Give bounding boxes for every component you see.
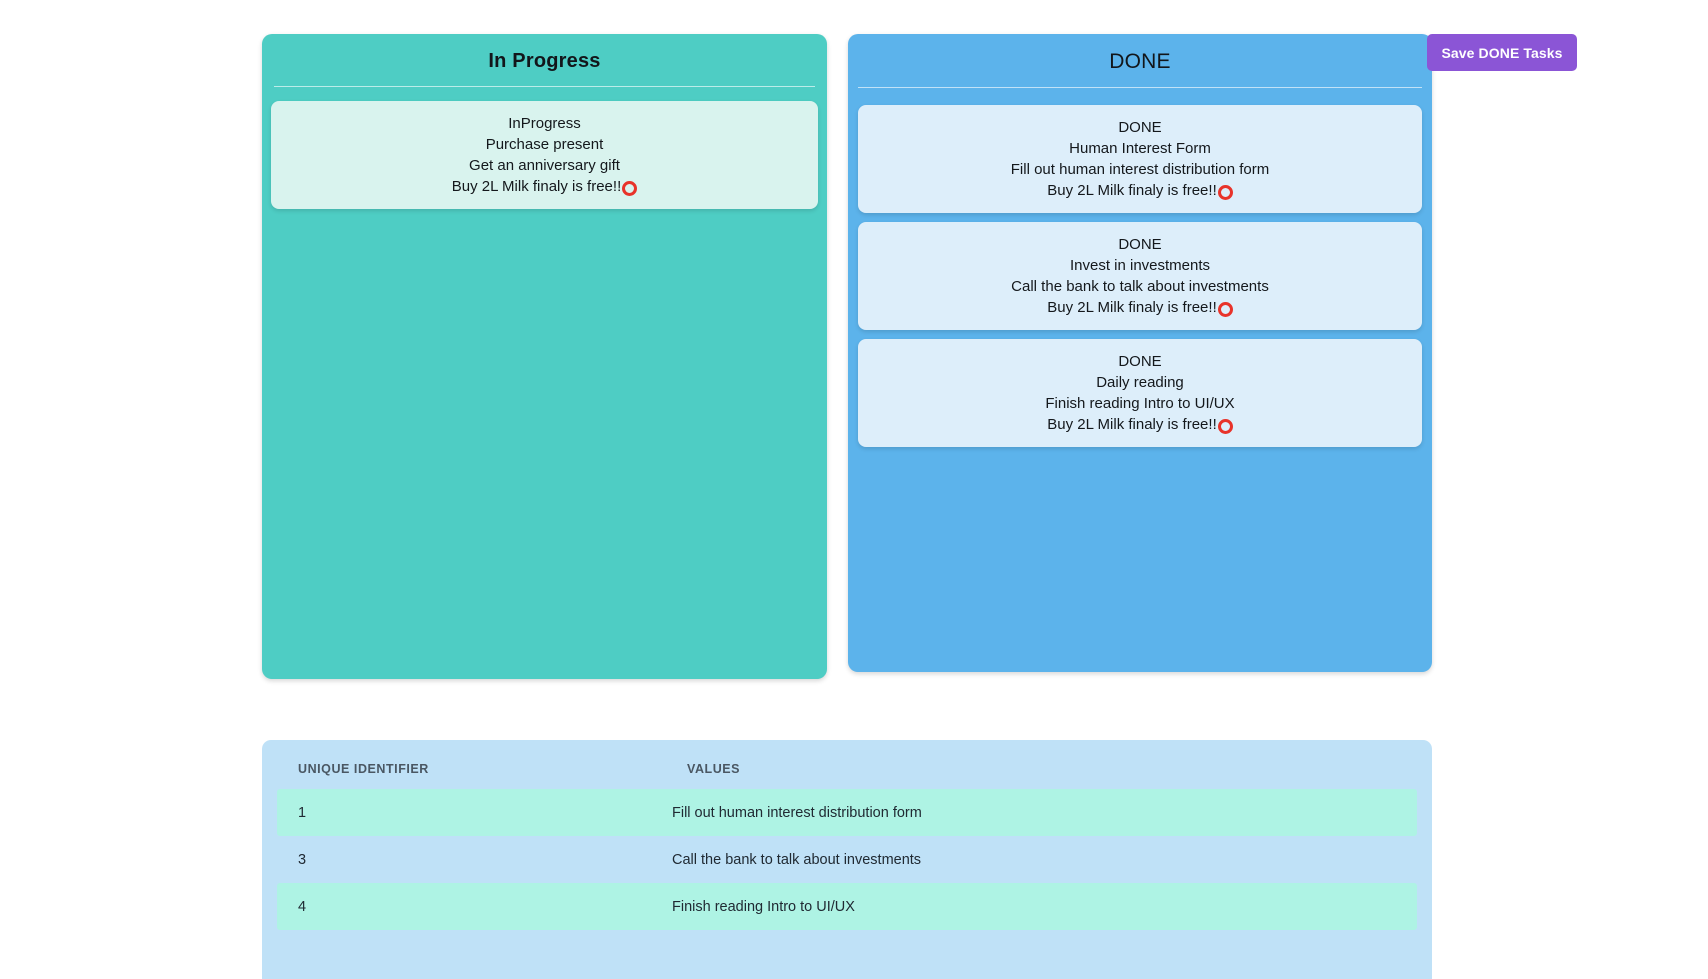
task-status: InProgress [508,115,581,132]
column-divider [274,86,815,87]
task-description: Finish reading Intro to UI/UX [1045,395,1235,412]
task-card[interactable]: DONE Human Interest Form Fill out human … [858,105,1422,213]
task-card[interactable]: InProgress Purchase present Get an anniv… [271,101,818,209]
task-description: Get an anniversary gift [469,157,620,174]
task-note: Buy 2L Milk finaly is free!! [1047,416,1217,433]
table-row[interactable]: 3 Call the bank to talk about investment… [277,836,1417,883]
save-done-tasks-button[interactable]: Save DONE Tasks [1427,34,1577,71]
task-description: Fill out human interest distribution for… [1010,161,1270,178]
column-title-done: DONE [1109,50,1171,73]
red-ring-icon [1217,185,1233,200]
card-list-in-progress: InProgress Purchase present Get an anniv… [262,101,827,209]
table-cell-value: Call the bank to talk about investments [672,851,922,868]
task-title: Invest in investments [1069,257,1211,274]
table-row[interactable]: 1 Fill out human interest distribution f… [277,789,1417,836]
table-row[interactable]: 4 Finish reading Intro to UI/UX [277,883,1417,930]
kanban-column-done[interactable]: DONE DONE Human Interest Form Fill out h… [848,34,1432,672]
task-title: Human Interest Form [1069,140,1211,157]
task-note: Buy 2L Milk finaly is free!! [1047,299,1217,316]
task-note-row: Buy 2L Milk finaly is free!! [868,414,1412,435]
table-cell-id: 1 [298,804,307,821]
table-cell-value: Fill out human interest distribution for… [672,804,922,821]
card-list-done: DONE Human Interest Form Fill out human … [848,105,1432,447]
done-tasks-table: UNIQUE IDENTIFIER VALUES 1 Fill out huma… [262,740,1432,979]
table-header-unique-identifier: UNIQUE IDENTIFIER [298,762,429,776]
column-divider [858,87,1422,88]
kanban-board: In Progress InProgress Purchase present … [262,34,1432,679]
table-header-values: VALUES [687,762,741,776]
task-description: Call the bank to talk about investments [1011,278,1269,295]
red-ring-icon [622,181,638,196]
kanban-column-in-progress[interactable]: In Progress InProgress Purchase present … [262,34,827,679]
task-note-row: Buy 2L Milk finaly is free!! [868,297,1412,318]
task-note-row: Buy 2L Milk finaly is free!! [868,180,1412,201]
table-header-row: UNIQUE IDENTIFIER VALUES [262,740,1432,789]
task-note-row: Buy 2L Milk finaly is free!! [281,176,808,197]
red-ring-icon [1217,419,1233,434]
task-title: Daily reading [1096,374,1184,391]
table-cell-value: Finish reading Intro to UI/UX [672,898,855,915]
task-card[interactable]: DONE Daily reading Finish reading Intro … [858,339,1422,447]
task-note: Buy 2L Milk finaly is free!! [1047,182,1217,199]
task-note: Buy 2L Milk finaly is free!! [451,178,622,195]
task-status: DONE [1118,236,1162,253]
red-ring-icon [1217,302,1233,317]
task-title: Purchase present [485,136,604,153]
task-card[interactable]: DONE Invest in investments Call the bank… [858,222,1422,330]
task-status: DONE [1118,353,1162,370]
table-cell-id: 4 [298,898,307,915]
column-title-in-progress: In Progress [488,50,601,72]
table-cell-id: 3 [298,851,307,868]
task-status: DONE [1118,119,1162,136]
